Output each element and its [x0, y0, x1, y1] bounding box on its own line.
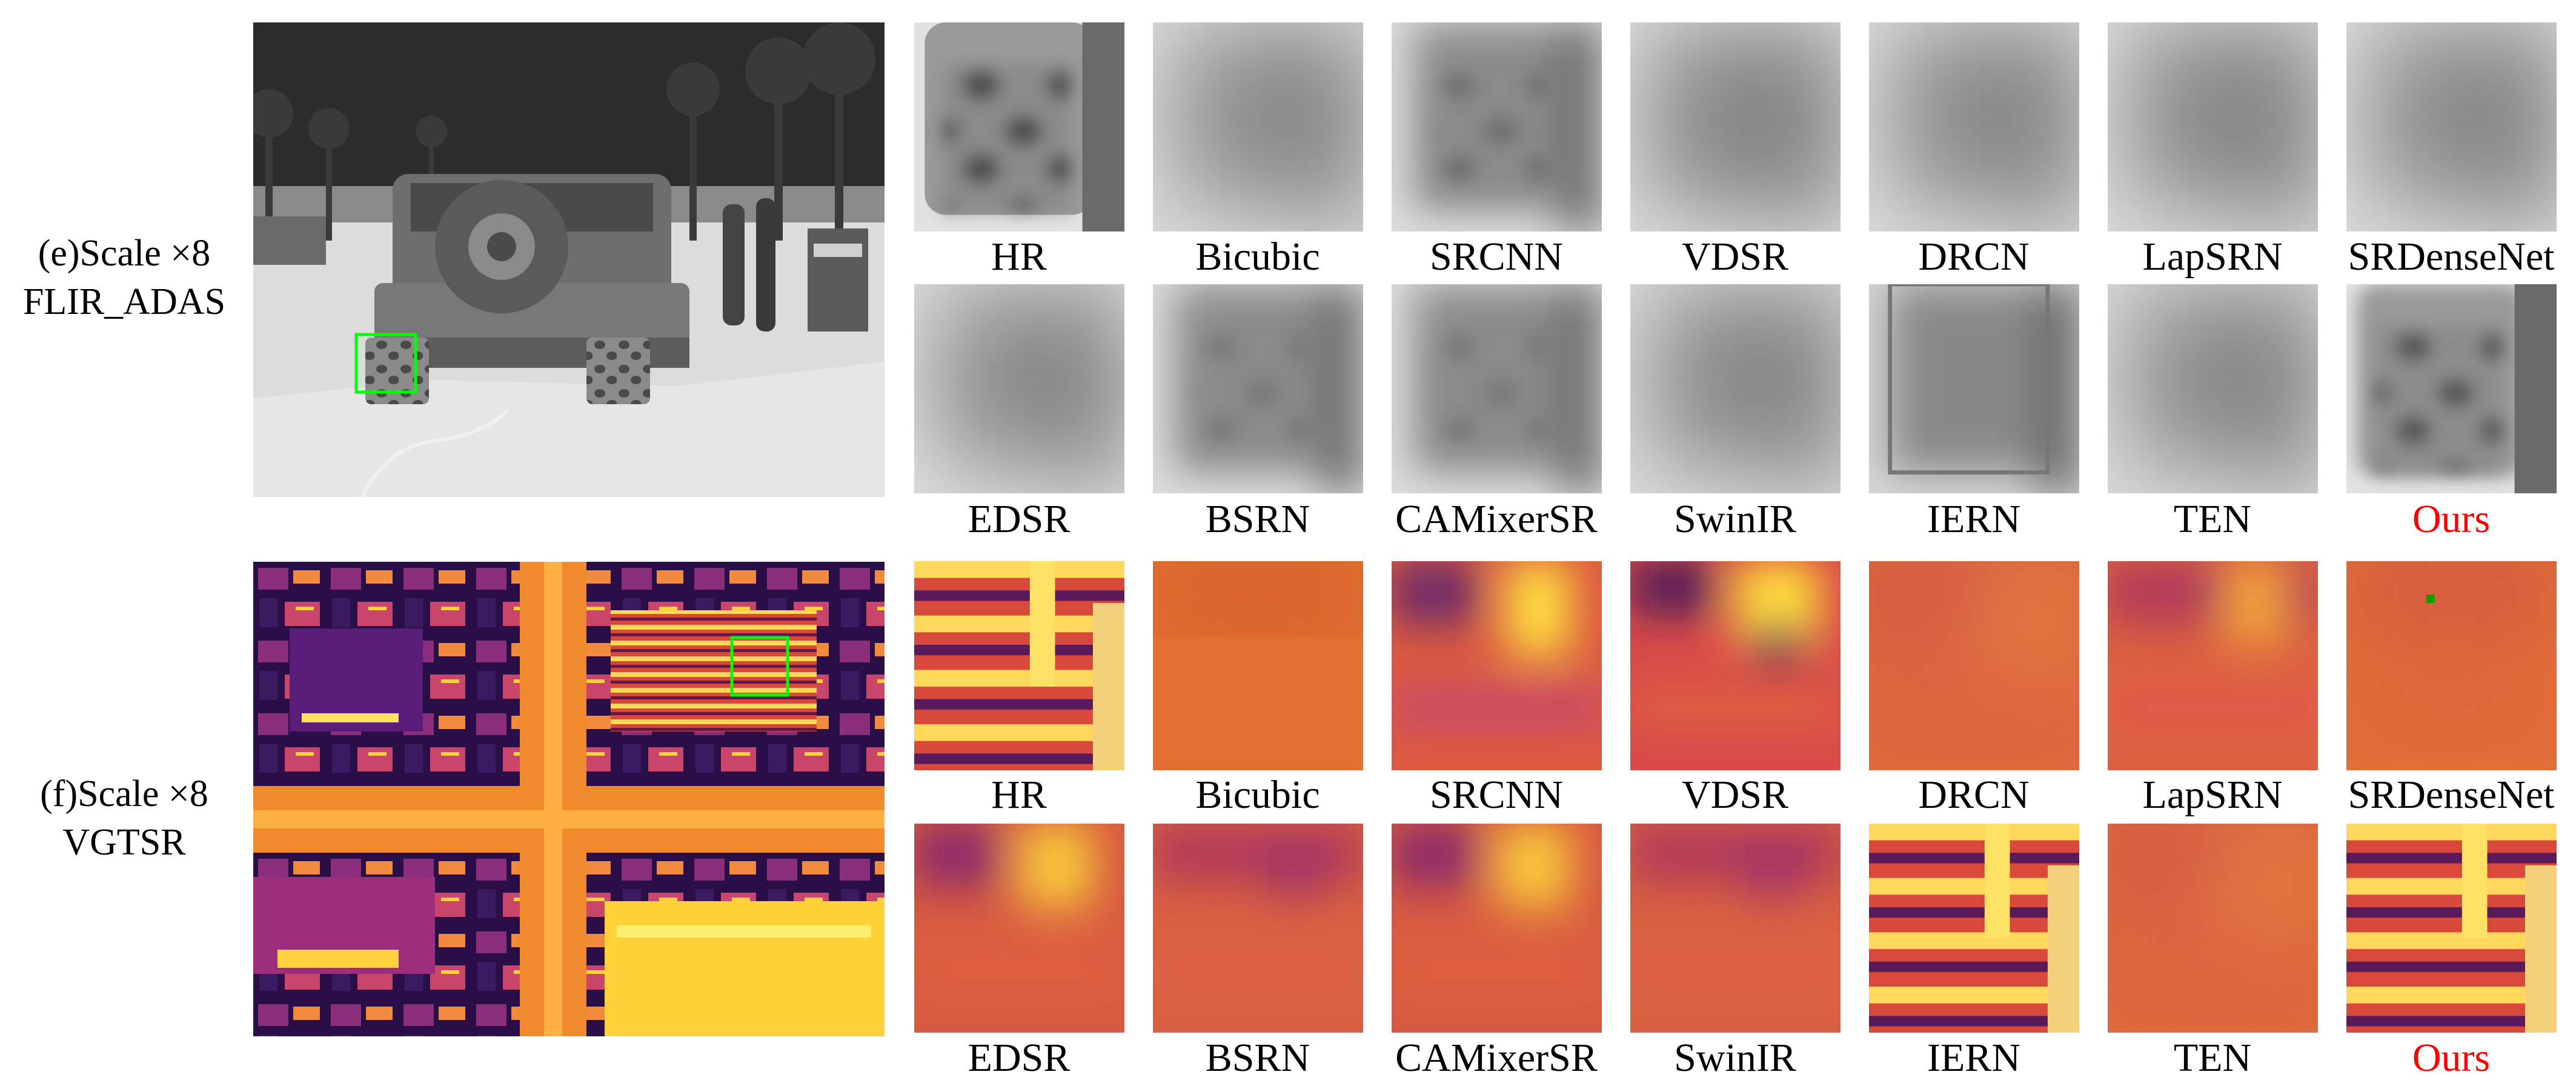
tile-f-lapsrn: [2108, 561, 2318, 770]
tile-e-bicubic: [1153, 22, 1363, 232]
tile-f-hr: [914, 561, 1124, 770]
tile-f-srdensenet: [2346, 561, 2557, 770]
caption-f-lapsrn: LapSRN: [2142, 773, 2283, 817]
tile-e-hr: [914, 22, 1124, 232]
tile-f-edsr: [914, 824, 1124, 1033]
tile-f-iern: [1869, 824, 2079, 1033]
caption-f-iern: IERN: [1927, 1036, 2020, 1080]
tile-f-vdsr: [1630, 561, 1841, 770]
tile-e-srcnn: [1392, 22, 1602, 232]
caption-e-lapsrn: LapSRN: [2142, 235, 2283, 279]
row-label-f: (f)Scale ×8 VGTSR: [0, 770, 248, 867]
caption-f-swinir: SwinIR: [1674, 1036, 1796, 1080]
tile-e-ten: [2108, 284, 2318, 493]
caption-f-bicubic: Bicubic: [1195, 773, 1320, 817]
tile-f-drcn: [1869, 561, 2079, 770]
tile-e-srdensenet: [2346, 22, 2557, 232]
caption-e-iern: IERN: [1927, 497, 2020, 541]
caption-e-srdensenet: SRDenseNet: [2348, 235, 2555, 279]
caption-e-hr: HR: [991, 235, 1047, 279]
caption-e-camixersr: CAMixerSR: [1395, 497, 1598, 541]
caption-e-swinir: SwinIR: [1674, 497, 1796, 541]
caption-e-srcnn: SRCNN: [1429, 235, 1564, 279]
caption-f-hr: HR: [991, 773, 1047, 817]
scale-label-f: (f)Scale ×8: [40, 773, 208, 814]
tile-f-bsrn: [1153, 824, 1363, 1033]
tile-e-iern: [1869, 284, 2079, 493]
tile-f-ten: [2108, 824, 2318, 1033]
tile-e-camixersr: [1392, 284, 1602, 493]
dataset-label-f: VGTSR: [62, 822, 186, 863]
caption-f-bsrn: BSRN: [1205, 1036, 1310, 1080]
caption-e-bicubic: Bicubic: [1195, 235, 1320, 279]
caption-f-vdsr: VDSR: [1681, 773, 1789, 817]
caption-e-drcn: DRCN: [1918, 235, 2030, 279]
caption-f-drcn: DRCN: [1918, 773, 2030, 817]
tile-f-srcnn: [1392, 561, 1602, 770]
caption-f-edsr: EDSR: [968, 1036, 1071, 1080]
flir-main-image: [253, 22, 885, 497]
tile-e-bsrn: [1153, 284, 1363, 493]
caption-e-edsr: EDSR: [968, 497, 1071, 541]
caption-f-camixersr: CAMixerSR: [1395, 1036, 1598, 1080]
tile-f-camixersr: [1392, 824, 1602, 1033]
tile-f-bicubic: [1153, 561, 1363, 770]
tile-e-drcn: [1869, 22, 2079, 232]
tile-e-lapsrn: [2108, 22, 2318, 232]
caption-f-ten: TEN: [2173, 1036, 2252, 1080]
caption-f-srdensenet: SRDenseNet: [2348, 773, 2555, 817]
caption-e-bsrn: BSRN: [1205, 497, 1310, 541]
tile-f-swinir: [1630, 824, 1841, 1033]
tile-e-swinir: [1630, 284, 1841, 493]
vgtsr-main-image: [253, 562, 885, 1036]
caption-f-srcnn: SRCNN: [1429, 773, 1564, 817]
caption-f-ours: Ours: [2412, 1036, 2491, 1080]
tile-f-ours: [2346, 824, 2557, 1033]
scale-label-e: (e)Scale ×8: [38, 233, 211, 274]
tile-e-edsr: [914, 284, 1124, 493]
caption-e-ours: Ours: [2412, 497, 2491, 541]
caption-e-ten: TEN: [2173, 497, 2252, 541]
row-label-e: (e)Scale ×8 FLIR_ADAS: [0, 229, 248, 326]
tile-e-ours: [2346, 284, 2557, 493]
dataset-label-e: FLIR_ADAS: [22, 281, 226, 322]
caption-e-vdsr: VDSR: [1681, 235, 1789, 279]
tile-e-vdsr: [1630, 22, 1841, 232]
